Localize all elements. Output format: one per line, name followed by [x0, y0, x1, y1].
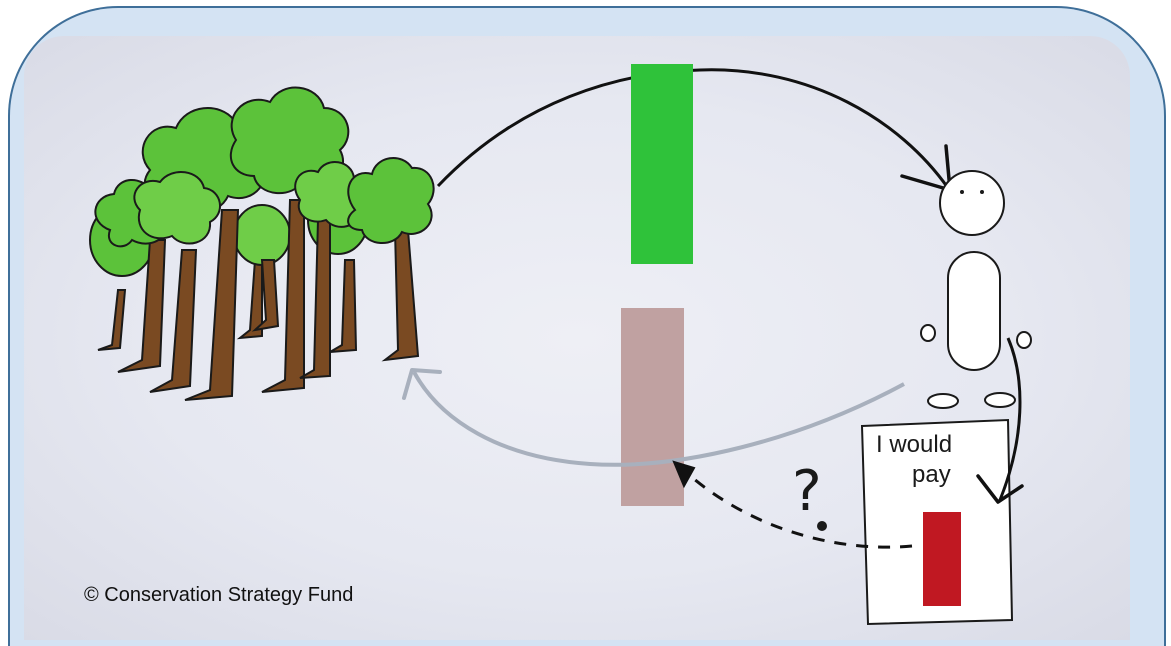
person-figure	[920, 170, 1032, 409]
value-flow-arrow	[436, 68, 950, 189]
sign-line-2: pay	[912, 461, 951, 488]
dashed-inference-arrow	[687, 472, 913, 549]
person-foot-right	[984, 392, 1016, 408]
person-to-sign-arrow	[998, 337, 1022, 501]
question-dot	[817, 521, 827, 531]
tree-canopies	[94, 86, 435, 248]
return-flow-arrow	[412, 371, 905, 467]
willingness-sign: I would pay	[860, 418, 1014, 626]
person-head	[939, 170, 1005, 236]
person-body	[947, 251, 1001, 371]
pink-payment-bar	[621, 308, 684, 506]
forest-illustration	[89, 86, 435, 401]
return-flow-arrowhead	[402, 368, 442, 400]
person-hand-left	[920, 324, 936, 342]
dashed-arrowhead	[672, 460, 696, 489]
value-flow-arrowhead	[900, 144, 952, 192]
person-foot-left	[927, 393, 959, 409]
copyright-credit: © Conservation Strategy Fund	[84, 584, 354, 606]
tree-back-mid	[233, 204, 291, 340]
person-hand-right	[1016, 331, 1032, 349]
red-willingness-bar	[923, 512, 961, 606]
green-value-bar	[631, 64, 693, 264]
sign-line-1: I would	[876, 431, 952, 458]
person-to-sign-arrowhead	[976, 474, 1024, 504]
tree-trunks	[117, 199, 420, 401]
question-mark: ?	[792, 459, 822, 524]
